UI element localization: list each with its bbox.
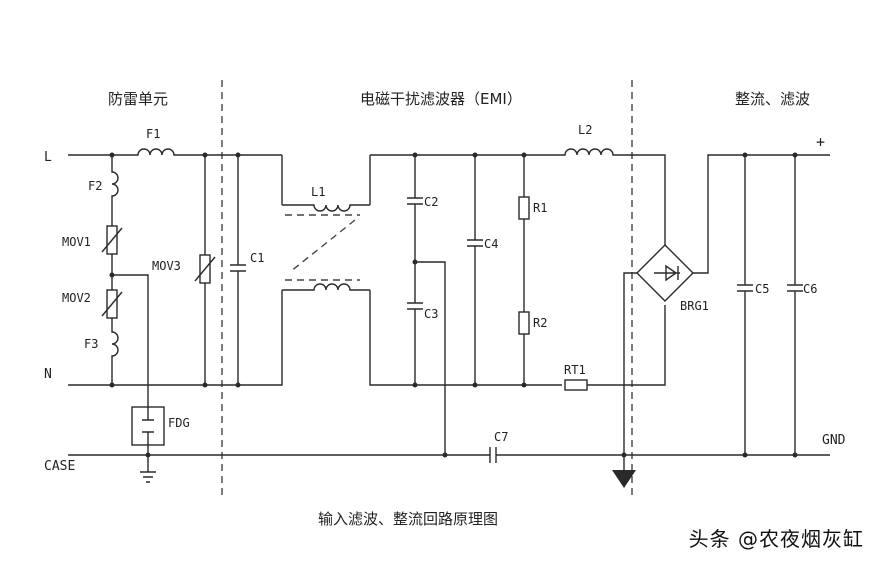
fdg-element — [142, 407, 154, 445]
label-f2: F2 — [88, 179, 102, 193]
label-mov2: MOV2 — [62, 291, 91, 305]
l1-upper-winding — [282, 204, 370, 212]
dc-positive-line — [693, 154, 830, 274]
mov1-slash — [101, 227, 123, 253]
label-c7: C7 — [494, 430, 508, 444]
junction-dots — [109, 152, 798, 458]
mov3-varistor — [199, 254, 211, 284]
label-plus: + — [816, 133, 825, 151]
label-rt1: RT1 — [564, 363, 586, 377]
f2-fuse — [111, 155, 119, 226]
n-line-out — [587, 305, 666, 386]
label-r2: R2 — [533, 316, 547, 330]
c5-capacitor — [737, 155, 753, 455]
watermark: 头条 @农夜烟灰缸 — [688, 527, 864, 551]
c1-capacitor — [230, 155, 246, 385]
label-mov3: MOV3 — [152, 259, 181, 273]
c2-c3-ground-link — [415, 261, 446, 455]
c2-c3-capacitors — [407, 155, 423, 385]
dc-ground-symbol — [612, 470, 636, 488]
line-label-n: N — [44, 367, 52, 382]
section-title-emi: 电磁干扰滤波器（EMI） — [360, 90, 522, 108]
line-label-case: CASE — [44, 459, 75, 474]
label-f1: F1 — [146, 127, 160, 141]
label-c6: C6 — [803, 282, 817, 296]
l1-core — [285, 214, 360, 281]
label-c3: C3 — [424, 307, 438, 321]
c6-capacitor — [787, 155, 803, 455]
r2-resistor — [518, 311, 530, 335]
label-r1: R1 — [533, 201, 547, 215]
c7-capacitor — [489, 447, 497, 463]
mov3-slash — [194, 256, 216, 282]
label-fdg: FDG — [168, 416, 190, 430]
section-title-surge: 防雷单元 — [108, 90, 168, 108]
l1-lower-winding — [282, 283, 370, 291]
l-line — [68, 148, 282, 156]
diagram-caption: 输入滤波、整流回路原理图 — [318, 510, 498, 528]
label-l2: L2 — [578, 123, 592, 137]
label-c1: C1 — [250, 251, 264, 265]
n-line — [68, 290, 283, 386]
n-line-emi — [369, 290, 562, 386]
label-c4: C4 — [484, 237, 498, 251]
fdg-link — [112, 274, 149, 407]
brg1-bridge — [636, 244, 694, 302]
l2-inductor — [545, 148, 666, 245]
label-c5: C5 — [755, 282, 769, 296]
line-label-l: L — [44, 150, 52, 165]
brg1-diode — [654, 264, 680, 282]
earth-ground — [140, 445, 156, 483]
dc-negative-line — [623, 272, 637, 470]
label-c2: C2 — [424, 195, 438, 209]
label-brg1: BRG1 — [680, 299, 709, 313]
label-l1: L1 — [311, 185, 325, 199]
c4-capacitor — [467, 155, 483, 385]
label-mov1: MOV1 — [62, 235, 91, 249]
label-gnd: GND — [822, 433, 846, 448]
f3-fuse — [111, 318, 119, 385]
label-f3: F3 — [84, 337, 98, 351]
section-title-rectifier: 整流、滤波 — [735, 90, 810, 108]
rt1-thermistor — [564, 379, 588, 391]
r1-resistor — [518, 196, 530, 220]
mov2-slash — [101, 291, 123, 317]
